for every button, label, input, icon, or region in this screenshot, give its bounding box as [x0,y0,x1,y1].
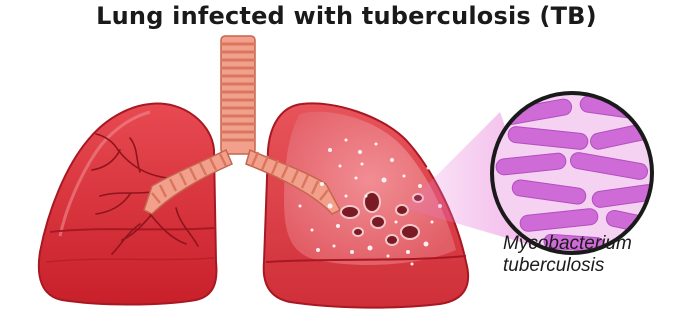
left-lung [39,104,217,305]
magnifier-circle [492,93,657,253]
trachea [221,36,255,154]
caption-line-2: tuberculosis [503,255,632,277]
caption-line-1: Mycobacterium [503,233,632,255]
bacteria-caption: Mycobacterium tuberculosis [503,233,632,277]
